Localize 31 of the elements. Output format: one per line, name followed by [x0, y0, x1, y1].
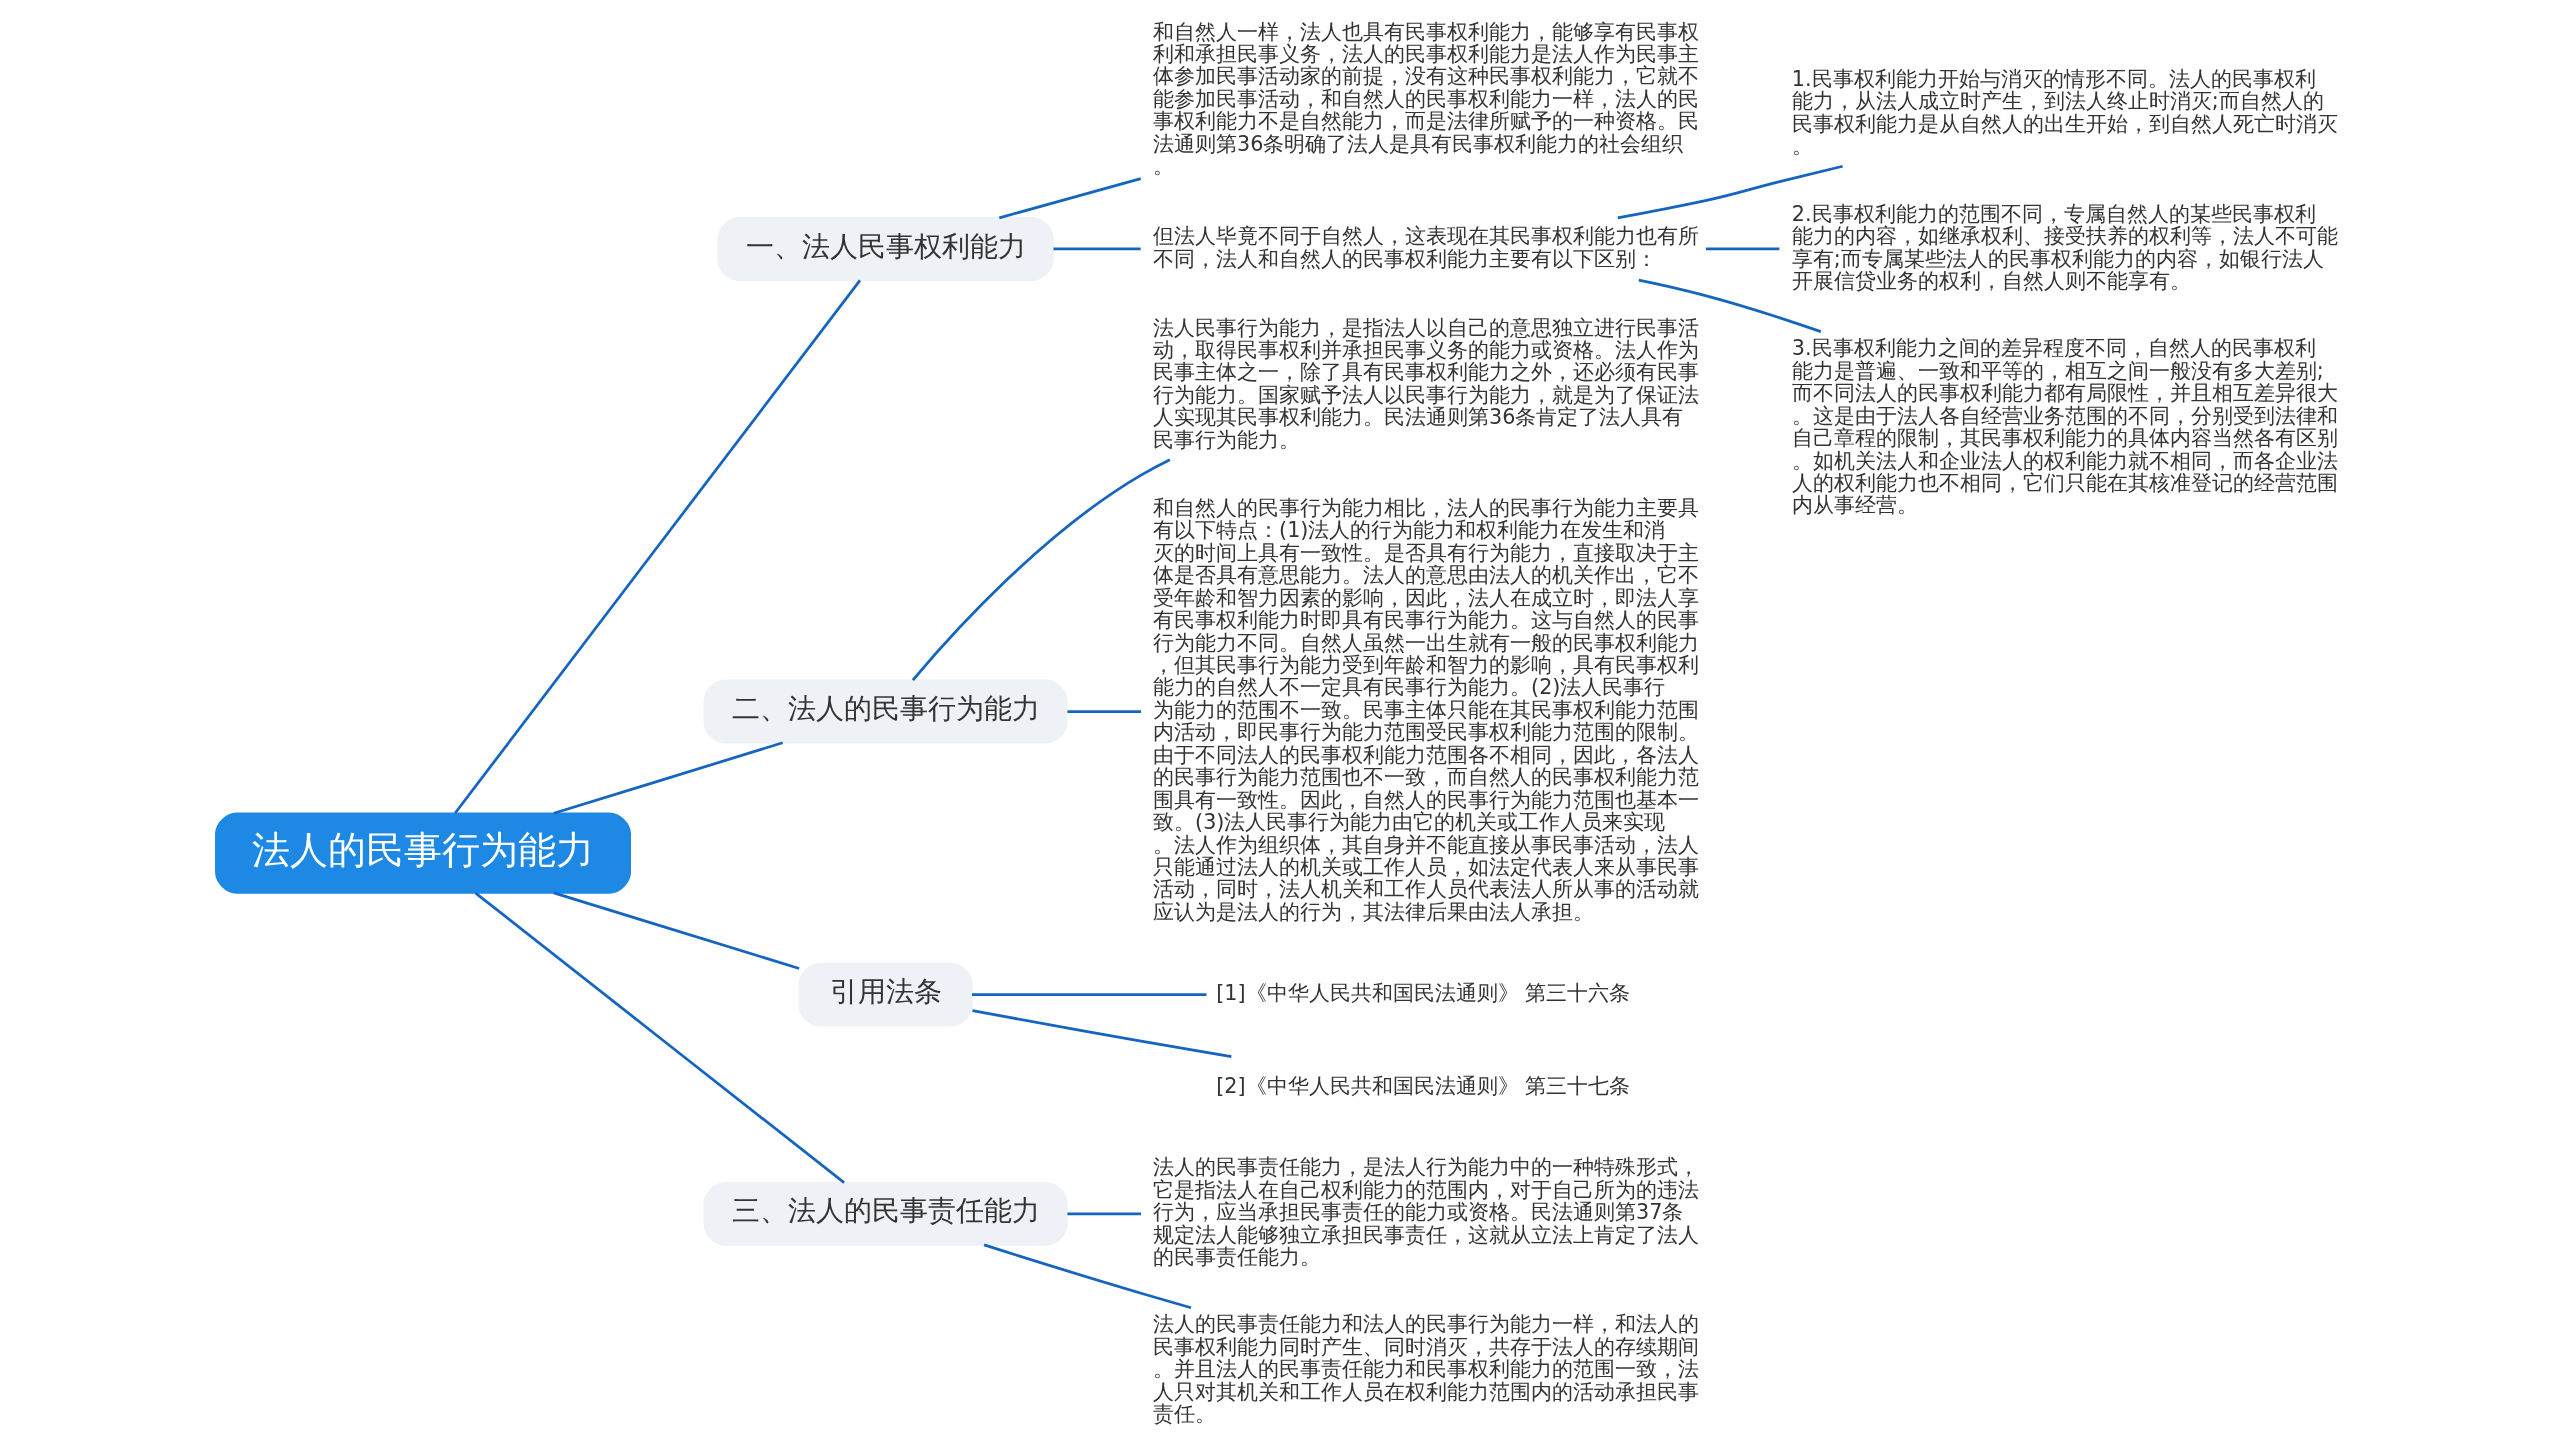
connector: [553, 891, 800, 970]
connector: [971, 993, 1207, 996]
node-box: 三、法人的民事责任能力: [703, 1181, 1068, 1246]
node-text: 和自然人一样，法人也具有民事权利能力，能够享有民事权利和承担民事义务，法人的民事权利能力是法人作为民事主体参加民事活动家的前提，没有这种民事权利能力，它就不能参加民事活动，和自然人的民事权利能力一样，法人的民事权利能力不是自然能力，而是法律所赋予的一种资格。民法通则第36条明确了法人是具有民事权利能力的社会组织。: [1153, 19, 1700, 179]
connector: [1053, 247, 1141, 251]
connector: [998, 177, 1142, 220]
connector: [983, 1243, 1192, 1310]
connector: [553, 741, 783, 815]
connector: [1617, 164, 1843, 220]
node-text: 法人的民事责任能力和法人的民事行为能力一样，和法人的民事权利能力同时产生、同时消灭，共存于法人的存续期间。并且法人的民事责任能力和民事权利能力的范围一致，法人只对其机关和工作人员在权利能力范围内的活动承担民事责任。: [1153, 1312, 1700, 1427]
connector: [454, 279, 862, 814]
connector: [474, 892, 845, 1184]
connector: [1638, 278, 1822, 333]
connector: [1067, 1212, 1141, 1216]
node-text: 法人的民事责任能力，是法人行为能力中的一种特殊形式，它是指法人在自己权利能力的范围内，对于自己所为的违法行为，应当承担民事责任的能力或资格。民法通则第37条规定法人能够独立承担民事责任，这就从立法上肯定了法人的民事责任能力。: [1153, 1155, 1700, 1270]
node-text: [2]《中华人民共和国民法通则》 第三十七条: [1216, 1074, 1631, 1099]
connector: [972, 1009, 1232, 1059]
node-box: 法人的民事行为能力: [215, 812, 631, 894]
connector: [1705, 247, 1780, 251]
node-box: 二、法人的民事行为能力: [703, 679, 1068, 744]
node-box: 一、法人民事权利能力: [717, 217, 1054, 281]
connector: [1067, 710, 1141, 713]
node-text: 2.民事权利能力的范围不同，专属自然人的某些民事权利能力的内容，如继承权利、接受扶养的权利等，法人不可能享有;而专属某些法人的民事权利能力的内容，如银行法人开展信贷业务的权利，自然人则不能享有。: [1791, 201, 2338, 293]
node-text: 和自然人的民事行为能力相比，法人的民事行为能力主要具有以下特点：(1)法人的行为能力和权利能力在发生和消灭的时间上具有一致性。是否具有行为能力，直接取决于主体是否具有意思能力。法人的意思由法人的机关作出，它不受年龄和智力因素的影响，因此，法人在成立时，即法人享有民事权利能力时即具有民事行为能力。这与自然人的民事行为能力不同。自然人虽然一出生就有一般的民事权利能力，但其民事行为能力受到年龄和智力的影响，具有民事权利能力的自然人不一定具有民事行为能力。(2)法人民事行为能力的范围不一致。民事主体只能在其民事权利能力范围内活动，即民事行为能力范围受民事权利能力范围的限制。由于不同法人的民事权利能力范围各不相同，因此，各法人的民事行为能力范围也不一致，而自然人的民事权利能力范围具有一致性。因此，自然人的民事行为能力范围也基本一致。(3)法人民事行为能力由它的机关或工作人员来实现。法人作为组织体，其自身并不能直接从事民事活动，法人只能通过法人的机关或工作人员，如法定代表人来从事民事活动，同时，法人机关和工作人员代表法人所从事的活动就应认为是法人的行为，其法律后果由法人承担。: [1153, 495, 1700, 924]
node-text: [1]《中华人民共和国民法通则》 第三十六条: [1216, 980, 1631, 1005]
node-box: 引用法条: [798, 962, 973, 1027]
node-text: 1.民事权利能力开始与消灭的情形不同。法人的民事权利能力，从法人成立时产生，到法人终止时消灭;而自然人的民事权利能力是从自然人的出生开始，到自然人死亡时消灭。: [1791, 67, 2338, 159]
node-text: 法人民事行为能力，是指法人以自己的意思独立进行民事活动，取得民事权利并承担民事义务的能力或资格。法人作为民事主体之一，除了具有民事权利能力之外，还必须有民事行为能力。国家赋予法人以民事行为能力，就是为了保证法人实现其民事权利能力。民法通则第36条肯定了法人具有民事行为能力。: [1153, 315, 1700, 452]
connector: [911, 458, 1171, 681]
node-text: 3.民事权利能力之间的差异程度不同，自然人的民事权利能力是普遍、一致和平等的，相互之间一般没有多大差别;而不同法人的民事权利能力都有局限性，并且相互差异很大。这是由于法人各自经营业务范围的不同，分别受到法律和自己章程的限制，其民事权利能力的具体内容当然各有区别。如机关法人和企业法人的权利能力就不相同，而各企业法人的权利能力也不相同，它们只能在其核准登记的经营范围内从事经营。: [1791, 336, 2338, 518]
node-text: 但法人毕竟不同于自然人，这表现在其民事权利能力也有所不同，法人和自然人的民事权利能力主要有以下区别：: [1153, 224, 1700, 271]
